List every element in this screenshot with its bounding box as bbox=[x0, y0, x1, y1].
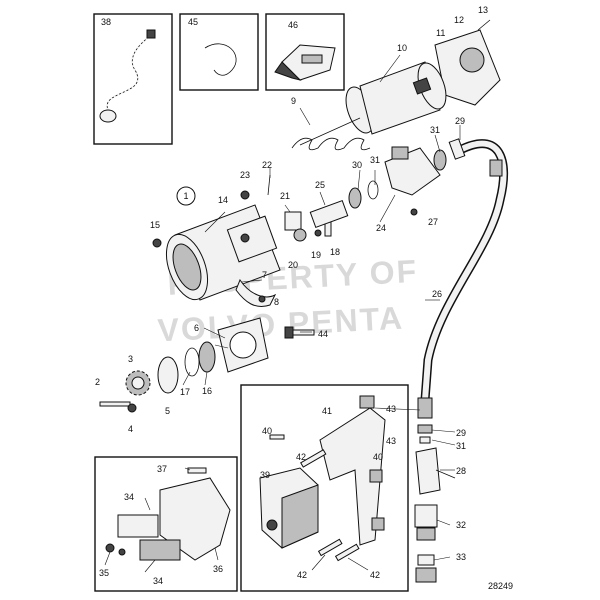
callout-label: 9 bbox=[291, 96, 296, 106]
callout-label: 35 bbox=[99, 568, 109, 578]
callout-label: 22 bbox=[262, 160, 272, 170]
callout-label: 34 bbox=[153, 576, 163, 586]
inset-box-38 bbox=[93, 13, 173, 145]
callout-label: 34 bbox=[124, 492, 134, 502]
circled-label-ring bbox=[176, 186, 196, 206]
pin-22 bbox=[267, 174, 271, 196]
callout-label: 27 bbox=[428, 217, 438, 227]
inset-box-bracket bbox=[240, 384, 409, 592]
callout-label: 30 bbox=[352, 160, 362, 170]
inset-box-valve-block bbox=[94, 456, 238, 592]
callout-label: 18 bbox=[330, 247, 340, 257]
callout-label: 28 bbox=[456, 466, 466, 476]
callout-label: 2 bbox=[95, 377, 100, 387]
callout-label: 19 bbox=[311, 250, 321, 260]
callout-label: 13 bbox=[478, 5, 488, 15]
callout-label: 11 bbox=[436, 28, 445, 38]
callout-label: 31 bbox=[430, 125, 440, 135]
callout-label: 42 bbox=[296, 452, 306, 462]
callout-label: 29 bbox=[456, 428, 466, 438]
valve-block-inset-contents bbox=[105, 467, 231, 561]
callout-label: 3 bbox=[128, 354, 133, 364]
drawing-number: 28249 bbox=[488, 581, 513, 591]
callout-label: 20 bbox=[288, 260, 298, 270]
callout-label: 36 bbox=[213, 564, 223, 574]
hose-assembly-38 bbox=[99, 29, 156, 123]
callout-label: 16 bbox=[202, 386, 212, 396]
callout-label: 23 bbox=[240, 170, 250, 180]
callout-label: 41 bbox=[322, 406, 332, 416]
nut-19 bbox=[314, 229, 322, 237]
callout-label: 33 bbox=[456, 552, 466, 562]
callout-label: 7 bbox=[262, 270, 267, 280]
callout-label: 46 bbox=[288, 20, 298, 30]
callout-label: 45 bbox=[188, 17, 198, 27]
callout-label: 42 bbox=[370, 570, 380, 580]
cylinder-14 bbox=[165, 204, 281, 301]
gear-group-3 bbox=[125, 341, 216, 396]
callout-label: 44 bbox=[318, 329, 328, 339]
callout-label: 25 bbox=[315, 180, 325, 190]
callout-label: 4 bbox=[128, 424, 133, 434]
callout-label: 24 bbox=[376, 223, 386, 233]
callout-labels: 38 45 46 13 12 11 10 9 31 29 30 31 22 23… bbox=[95, 5, 488, 586]
bracket-21 bbox=[284, 211, 302, 231]
screw-23 bbox=[240, 190, 250, 200]
callout-label: 14 bbox=[218, 195, 228, 205]
callout-label: 6 bbox=[194, 323, 199, 333]
callout-label: 31 bbox=[370, 155, 380, 165]
callout-label: 31 bbox=[456, 441, 466, 451]
bolt-44 bbox=[284, 326, 315, 339]
callout-label: 5 bbox=[165, 406, 170, 416]
clip-45 bbox=[204, 43, 237, 76]
circled-label: 1 bbox=[183, 191, 188, 201]
screw-27 bbox=[410, 208, 418, 216]
flange-6 bbox=[217, 317, 269, 373]
sleeve-25 bbox=[309, 200, 349, 228]
fitting-29-top bbox=[448, 138, 466, 160]
bracket-inset-contents bbox=[259, 395, 386, 562]
bolt-4 bbox=[127, 403, 137, 413]
actuator-group-10 bbox=[299, 19, 501, 146]
screw-15 bbox=[152, 238, 162, 248]
inset-box-46 bbox=[265, 13, 345, 91]
callout-label: 40 bbox=[373, 452, 383, 462]
callout-label: 15 bbox=[150, 220, 160, 230]
valve-24 bbox=[384, 146, 447, 196]
callout-label: 26 bbox=[432, 289, 442, 299]
callout-label: 43 bbox=[386, 404, 396, 414]
callout-label: 29 bbox=[455, 116, 465, 126]
part-20 bbox=[293, 228, 307, 242]
callout-label: 42 bbox=[297, 570, 307, 580]
inset-box-45 bbox=[179, 13, 259, 91]
callout-label: 39 bbox=[260, 470, 270, 480]
fitting-stack-right bbox=[414, 424, 456, 583]
callout-label: 37 bbox=[157, 464, 167, 474]
callout-label: 12 bbox=[454, 15, 464, 25]
callout-label: 17 bbox=[180, 387, 190, 397]
callout-label: 32 bbox=[456, 520, 466, 530]
ring-31-left bbox=[367, 180, 379, 200]
connector-46 bbox=[274, 44, 336, 81]
spring-9 bbox=[291, 137, 371, 151]
hose-26 bbox=[417, 139, 509, 419]
callout-label: 21 bbox=[280, 191, 290, 201]
callout-label: 8 bbox=[274, 297, 279, 307]
callout-label: 43 bbox=[386, 436, 396, 446]
bolt-2 bbox=[99, 401, 131, 407]
callout-label: 40 bbox=[262, 426, 272, 436]
callout-label: 10 bbox=[397, 43, 407, 53]
screw-8 bbox=[258, 295, 266, 303]
ring-30 bbox=[348, 187, 362, 209]
leader-lines bbox=[104, 54, 461, 573]
callout-label: 38 bbox=[101, 17, 111, 27]
